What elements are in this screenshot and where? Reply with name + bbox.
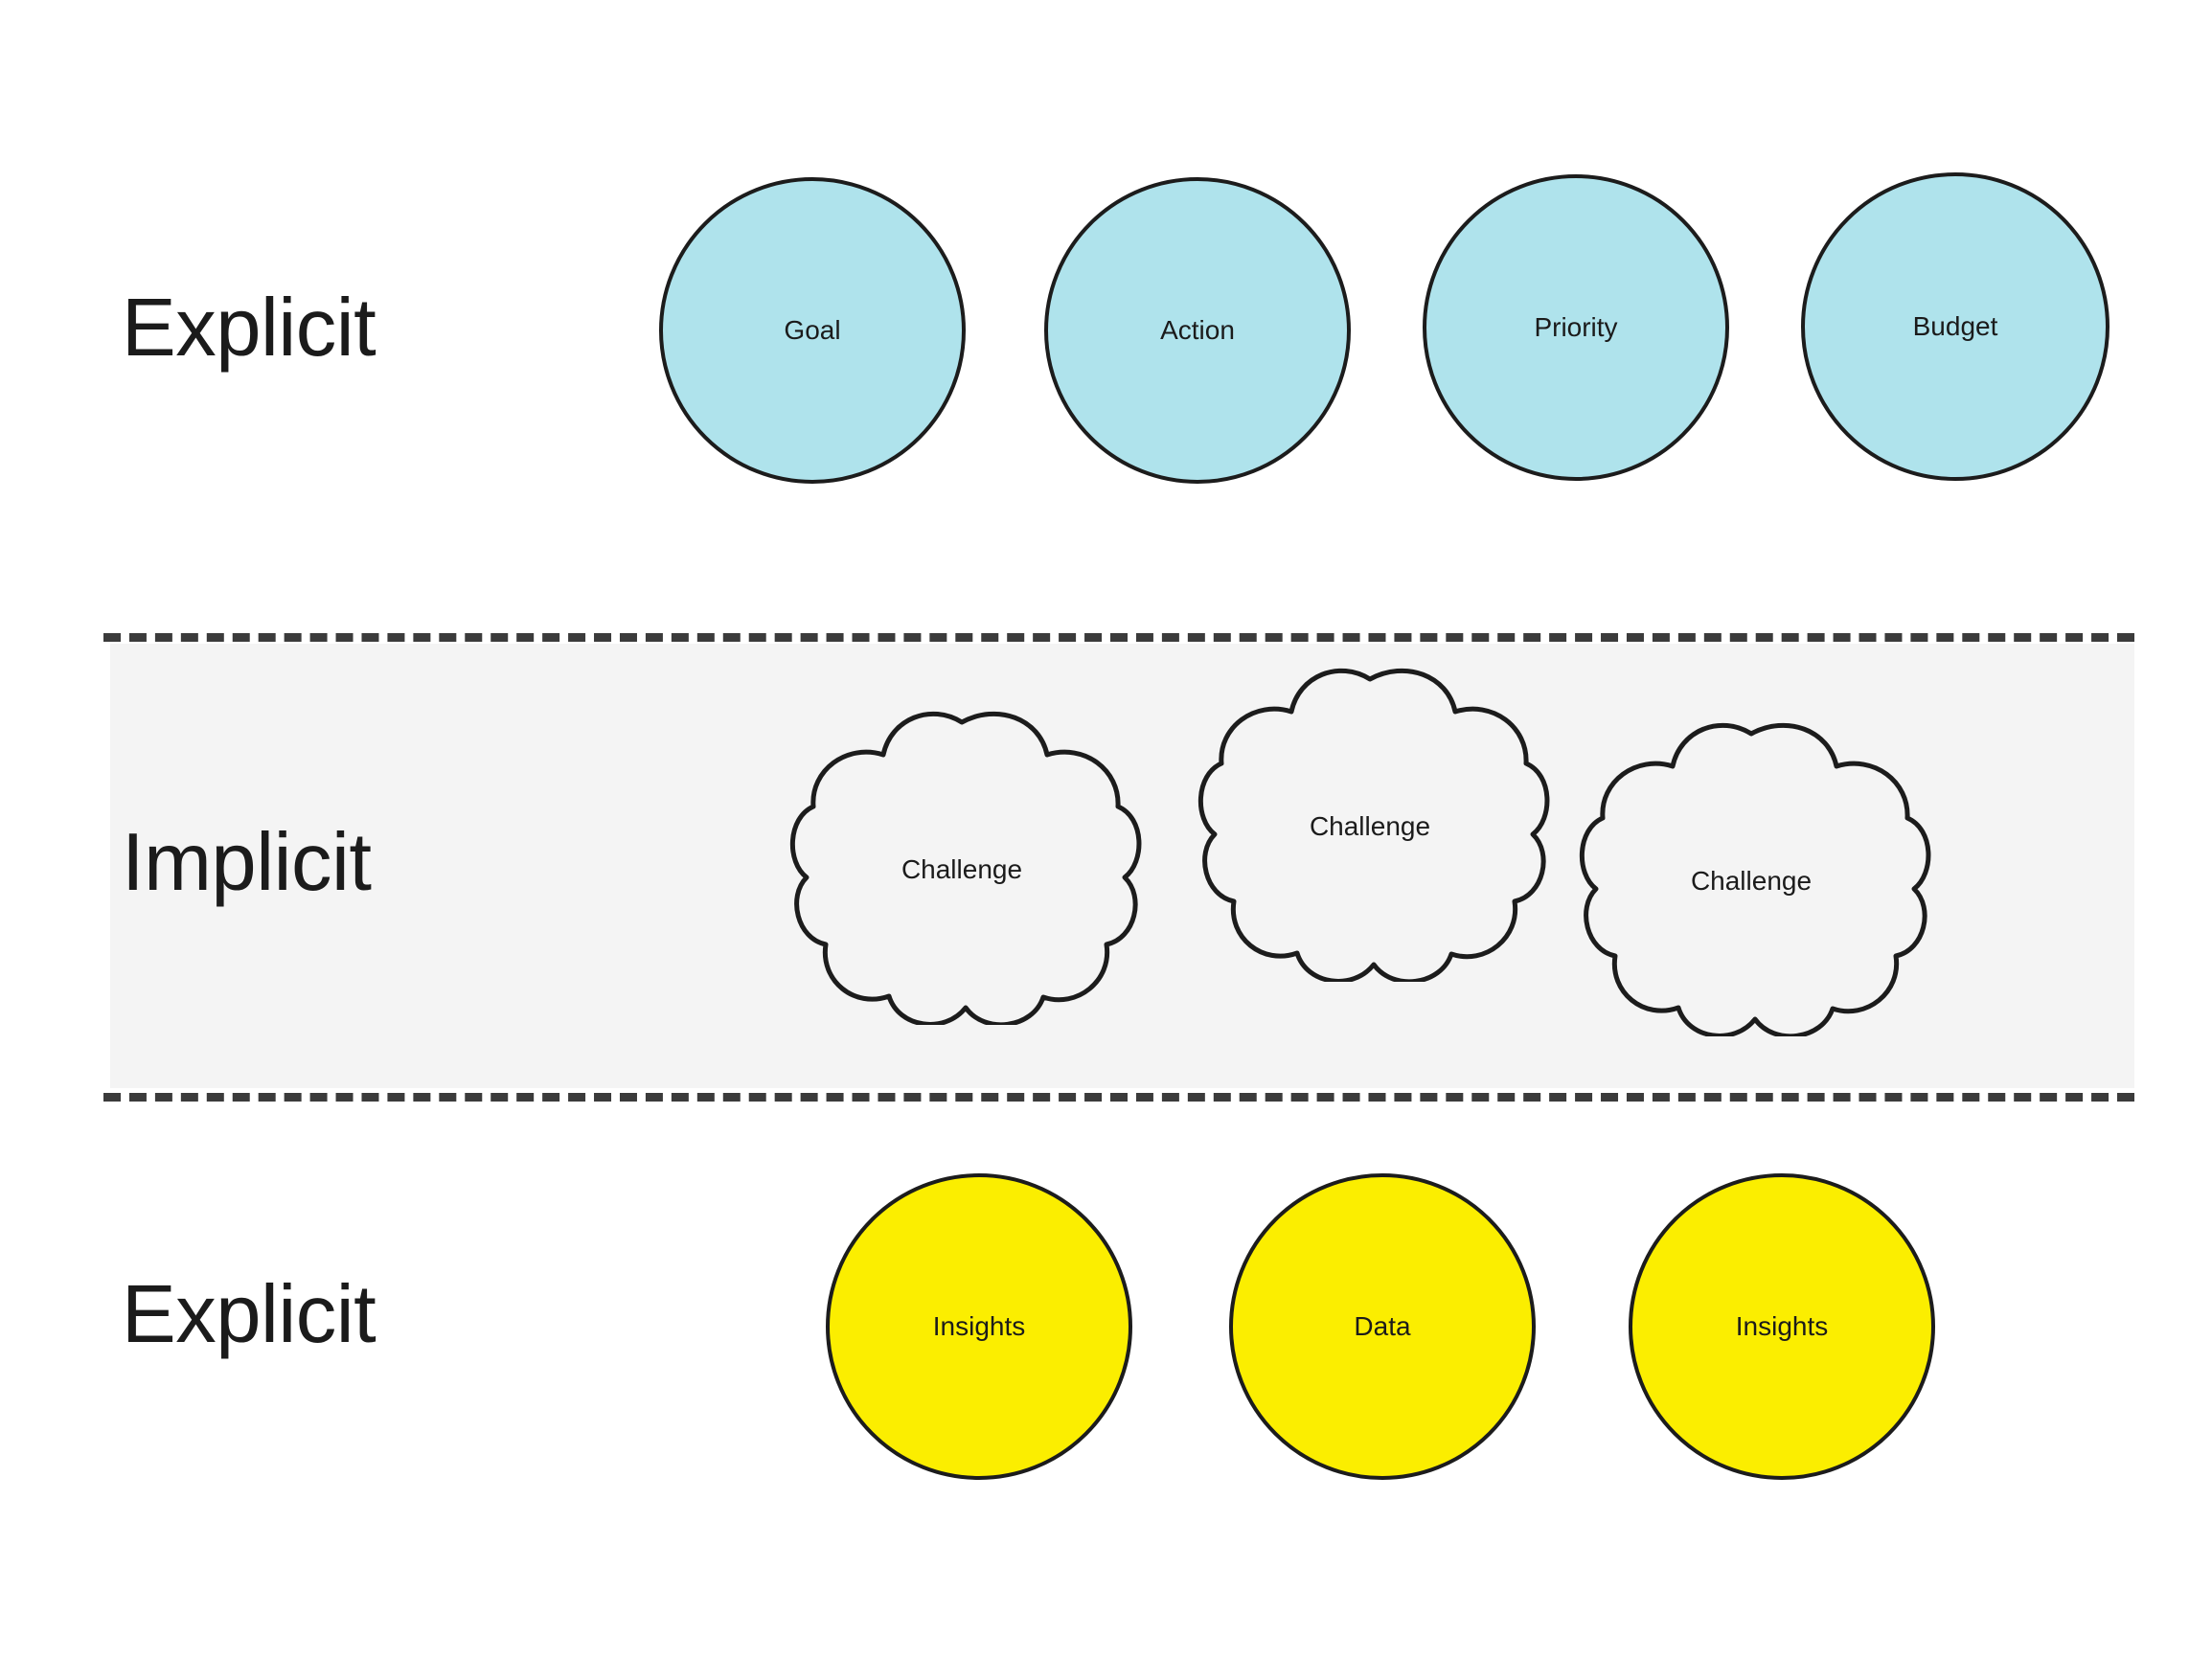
node-goal-label: Goal — [784, 315, 841, 346]
node-priority[interactable]: Priority — [1423, 174, 1729, 481]
node-challenge-3[interactable]: Challenge — [1567, 720, 1935, 1036]
node-action-label: Action — [1160, 315, 1235, 346]
node-goal[interactable]: Goal — [659, 177, 966, 484]
node-insights-2[interactable]: Insights — [1629, 1173, 1935, 1480]
implicit-band-top-divider — [103, 633, 2134, 642]
node-insights-1-label: Insights — [932, 1311, 1026, 1342]
cloud-icon — [1197, 668, 1550, 982]
row-label-explicit-bottom: Explicit — [122, 1269, 376, 1360]
row-label-implicit: Implicit — [122, 817, 372, 908]
node-budget-label: Budget — [1912, 311, 1998, 342]
node-insights-1[interactable]: Insights — [826, 1173, 1132, 1480]
node-budget[interactable]: Budget — [1801, 172, 2109, 481]
node-data[interactable]: Data — [1229, 1173, 1536, 1480]
node-action[interactable]: Action — [1044, 177, 1351, 484]
node-challenge-2[interactable]: Challenge — [1186, 666, 1554, 982]
row-label-explicit-top: Explicit — [122, 283, 376, 374]
cloud-icon — [1579, 722, 1931, 1036]
cloud-icon — [789, 711, 1142, 1025]
node-priority-label: Priority — [1534, 312, 1618, 343]
node-data-label: Data — [1354, 1311, 1411, 1342]
node-insights-2-label: Insights — [1735, 1311, 1829, 1342]
implicit-band-bottom-divider — [103, 1093, 2134, 1102]
node-challenge-1[interactable]: Challenge — [778, 709, 1146, 1025]
